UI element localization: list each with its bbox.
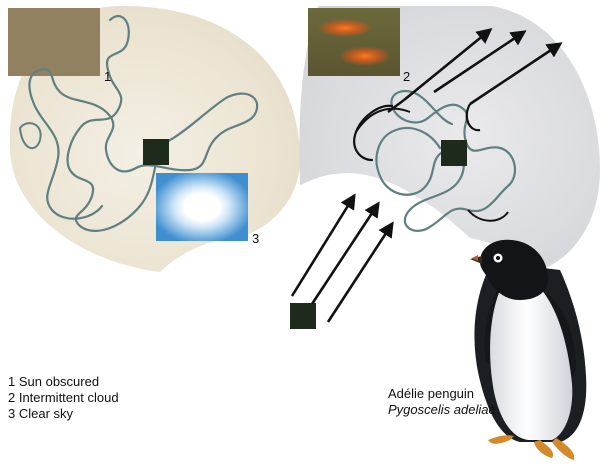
marker-2-label: 2 xyxy=(403,70,410,83)
arrow xyxy=(292,196,354,296)
marker-1-label: 1 xyxy=(104,70,111,83)
legend-item-2: 2 Intermittent cloud xyxy=(8,390,119,406)
marker-3-label: 3 xyxy=(252,232,259,245)
release-point-square xyxy=(290,303,316,329)
common-name: Adélie penguin xyxy=(388,386,496,402)
scientific-name: Pygoscelis adeliae xyxy=(388,402,496,418)
legend-item-3: 3 Clear sky xyxy=(8,406,119,422)
intermittent-cloud-photo xyxy=(308,8,400,76)
legend-item-1: 1 Sun obscured xyxy=(8,374,119,390)
adelie-penguin-illustration xyxy=(470,240,586,460)
clear-sky-photo xyxy=(156,173,248,241)
legend: 1 Sun obscured 2 Intermittent cloud 3 Cl… xyxy=(8,374,119,422)
release-point-square xyxy=(143,139,169,165)
species-caption: Adélie penguin Pygoscelis adeliae xyxy=(388,386,496,418)
arrow xyxy=(312,204,378,304)
release-point-square xyxy=(441,140,467,166)
arrow xyxy=(328,224,392,322)
